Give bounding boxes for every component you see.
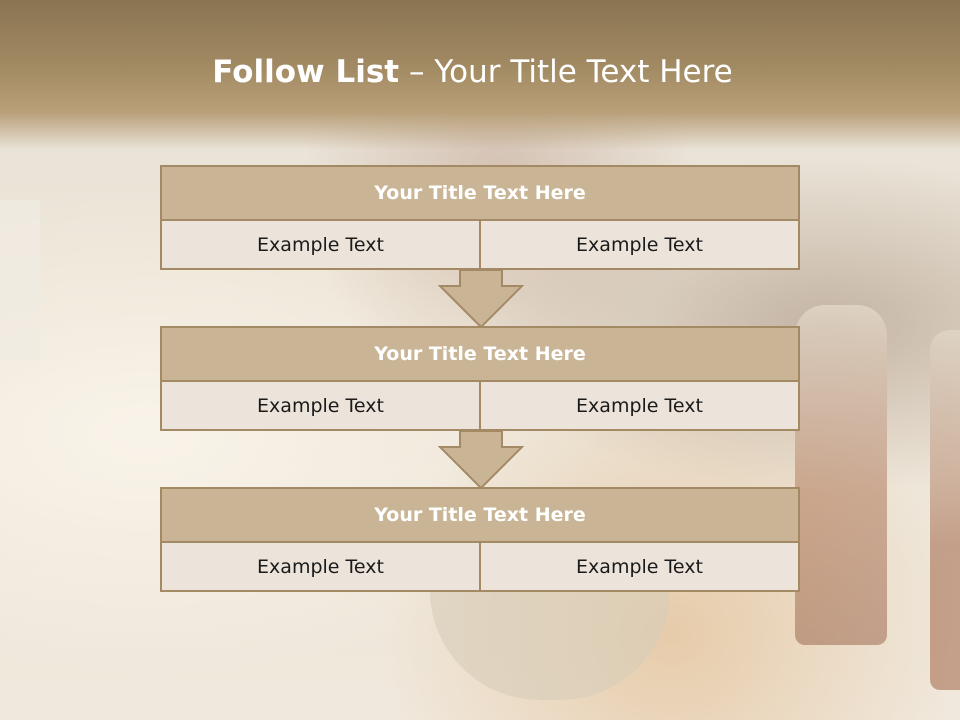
block-cell-left: Example Text xyxy=(257,233,384,256)
header-band xyxy=(0,0,960,150)
block-row: Example Text Example Text xyxy=(160,543,800,592)
list-block: Your Title Text Here Example Text Exampl… xyxy=(160,487,800,592)
slide-title-bold: Follow List xyxy=(212,54,400,90)
block-cell-right: Example Text xyxy=(479,543,798,590)
block-cell-right: Example Text xyxy=(479,221,798,268)
block-title: Your Title Text Here xyxy=(160,487,800,543)
background-bottle xyxy=(795,305,887,645)
block-row: Example Text Example Text xyxy=(160,221,800,270)
down-arrow-icon xyxy=(438,431,524,489)
background-laptop-shape xyxy=(0,200,40,360)
block-title: Your Title Text Here xyxy=(160,165,800,221)
list-block: Your Title Text Here Example Text Exampl… xyxy=(160,326,800,431)
block-cell-left: Example Text xyxy=(257,394,384,417)
background-bottle xyxy=(930,330,960,690)
slide-title-rest: – Your Title Text Here xyxy=(408,54,733,90)
block-cell-left: Example Text xyxy=(257,555,384,578)
slide-title: Follow List – Your Title Text Here xyxy=(0,54,945,90)
block-cell-right: Example Text xyxy=(479,382,798,429)
down-arrow-icon xyxy=(438,270,524,328)
block-row: Example Text Example Text xyxy=(160,382,800,431)
block-title: Your Title Text Here xyxy=(160,326,800,382)
list-block: Your Title Text Here Example Text Exampl… xyxy=(160,165,800,270)
